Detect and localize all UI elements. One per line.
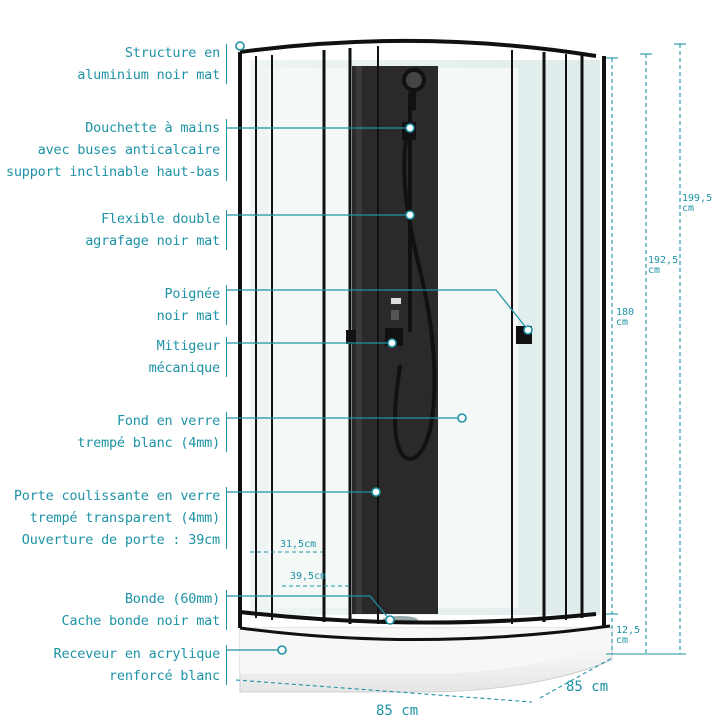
bracket-mitigeur [222,337,227,377]
bracket-fond [222,412,227,452]
label-douchette-line1: Douchette à mains [85,120,220,136]
dim-total-height-unit: cm [682,203,695,214]
dim-tray-height-unit: cm [616,635,629,646]
dim-panel-height: 180 cm [616,308,634,328]
label-poignee: Poignée noir mat [156,283,221,327]
dim-tray-height-value: 12,5 [616,625,641,636]
dim-tray-height: 12,5 cm [616,626,640,646]
label-fond: Fond en verre trempé blanc (4mm) [77,410,220,454]
shower-tray [239,616,613,693]
label-douchette-line2: avec buses anticalcaire [37,142,221,158]
aluminium-frame [238,38,611,641]
dim-total-height: 199,5 cm [682,194,712,214]
label-flexible-line1: Flexible double [101,211,220,227]
label-bonde: Bonde (60mm) Cache bonde noir mat [61,588,220,632]
dim-door-height-value: 192,5 [648,255,679,266]
dim-depth: 85 cm [566,679,609,695]
dim-door-height: 192,5 cm [648,256,678,276]
dim-door-height-unit: cm [648,265,661,276]
label-structure-line1: Structure en [124,45,220,61]
dimension-lines [235,44,681,703]
label-poignee-line1: Poignée [164,286,221,302]
thermo-display [391,298,401,304]
bracket-bonde [222,590,227,630]
bracket-douchette [222,119,227,181]
dimension-ticks [606,43,686,655]
label-porte: Porte coulissante en verre trempé transp… [14,485,220,551]
label-structure: Structure en aluminium noir mat [77,42,220,86]
label-receveur-line1: Receveur en acrylique [53,646,221,662]
label-porte-line2: trempé transparent (4mm) [29,510,220,526]
label-receveur: Receveur en acrylique renforcé blanc [53,643,221,687]
dim-total-height-value: 199,5 [682,193,713,204]
bracket-structure [222,44,227,84]
label-receveur-line2: renforcé blanc [109,668,220,684]
label-bonde-line1: Bonde (60mm) [124,591,220,607]
bracket-porte [222,487,227,549]
dim-opening-1: 31,5cm [280,539,317,550]
label-porte-line3: Ouverture de porte : 39cm [21,532,220,548]
callout-lines [226,127,529,651]
dim-panel-height-unit: cm [616,317,629,328]
dim-opening-2: 39,5cm [290,571,327,582]
label-flexible-line2: agrafage noir mat [85,233,220,249]
label-porte-line1: Porte coulissante en verre [13,488,220,504]
dim-panel-height-value: 180 [616,307,635,318]
label-mitigeur-line2: mécanique [148,360,221,376]
label-fond-line1: Fond en verre [116,413,220,429]
label-structure-line2: aluminium noir mat [77,67,220,83]
dark-shower-column [352,66,438,614]
dim-width: 85 cm [376,703,419,719]
label-poignee-line2: noir mat [156,308,221,324]
label-flexible: Flexible double agrafage noir mat [85,208,220,252]
label-fond-line2: trempé blanc (4mm) [77,435,220,451]
label-douchette: Douchette à mains avec buses anticalcair… [6,117,220,183]
label-mitigeur-line1: Mitigeur [156,338,221,354]
bracket-flexible [222,210,227,250]
label-mitigeur: Mitigeur mécanique [148,335,221,379]
callout-dots [235,41,533,655]
label-bonde-line2: Cache bonde noir mat [61,613,220,629]
bracket-receveur [222,645,227,685]
label-douchette-line3: support inclinable haut-bas [5,164,220,180]
flexible-hose [392,139,437,461]
bracket-poignee [222,285,227,325]
